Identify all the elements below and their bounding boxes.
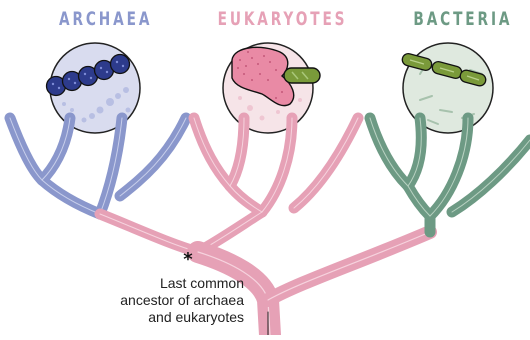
bacteria-label: BACTERIA	[413, 8, 492, 30]
eukaryotes-label: EUKARYOTES	[218, 8, 319, 30]
bacteria-branches	[370, 118, 530, 232]
lca-annotation-line-2: ancestor of archaea	[40, 292, 244, 309]
lca-marker: *	[179, 251, 197, 269]
lca-annotation: Last common ancestor of archaea and euka…	[40, 275, 244, 326]
lca-annotation-line-3: and eukaryotes	[40, 309, 244, 326]
lca-annotation-line-1: Last common	[40, 275, 244, 292]
archaea-label: ARCHAEA	[59, 8, 131, 30]
